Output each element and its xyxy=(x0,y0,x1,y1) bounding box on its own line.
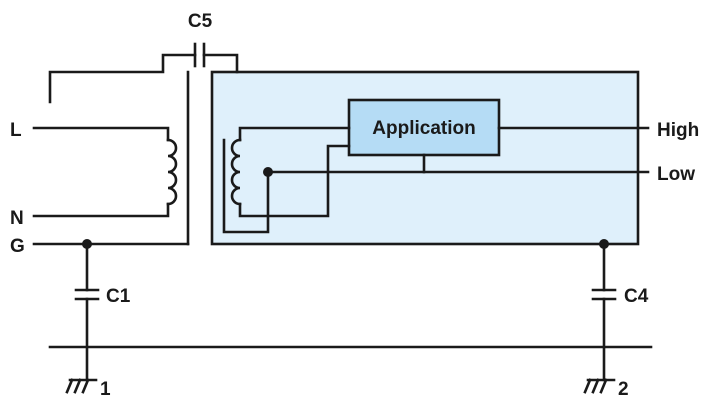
application-block xyxy=(347,98,501,157)
primary-top-wire xyxy=(48,53,197,104)
ground-1-label: 1 xyxy=(100,379,111,400)
primary-coil xyxy=(166,138,178,206)
secondary-top-wire xyxy=(238,126,351,142)
secondary-bottom-wire xyxy=(238,144,351,218)
ground-1-symbol xyxy=(65,378,98,394)
high-label: High xyxy=(657,120,699,141)
line-l-label: L xyxy=(10,120,22,141)
line-g-label: G xyxy=(10,236,25,257)
c4-label: C4 xyxy=(624,286,649,307)
l-wire xyxy=(32,126,170,142)
low-label: Low xyxy=(657,164,695,185)
line-n-label: N xyxy=(10,208,24,229)
secondary-frame-wire xyxy=(222,138,270,234)
secondary-coil xyxy=(230,138,242,206)
c1-label: C1 xyxy=(106,286,131,307)
ground-2-label: 2 xyxy=(618,379,629,400)
ground-2-symbol xyxy=(583,378,616,394)
n-wire xyxy=(32,202,170,218)
c5-right-wire xyxy=(202,53,239,74)
c5-label: C5 xyxy=(188,11,213,32)
application-label: Application xyxy=(372,118,475,139)
